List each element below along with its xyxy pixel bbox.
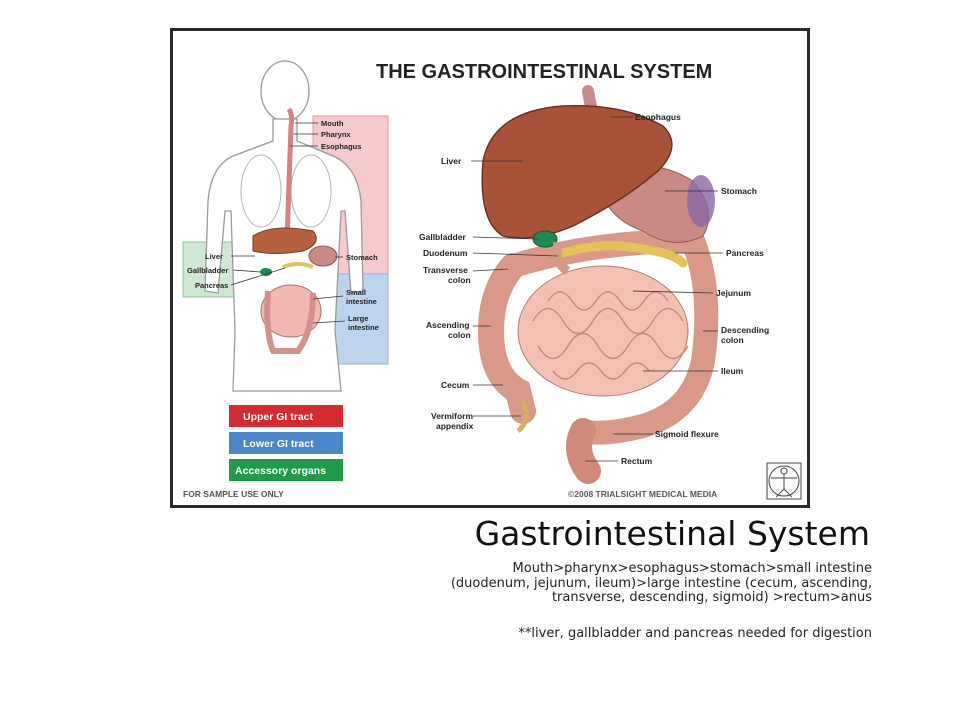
label-body-esophagus: Esophagus xyxy=(321,142,361,151)
organ-illustration xyxy=(477,85,719,484)
ascending-colon xyxy=(477,253,536,424)
left-lung xyxy=(240,154,282,228)
legend-upper-gi-swatch xyxy=(229,405,343,427)
label-pancreas: Pancreas xyxy=(726,248,764,258)
label-ascending-colon-2: colon xyxy=(448,330,471,340)
descending-colon xyxy=(571,229,719,445)
label-transverse-colon-1: Transverse xyxy=(423,265,468,275)
label-liver: Liver xyxy=(441,156,462,166)
label-small-intestine-2: intestine xyxy=(346,297,377,306)
body-gallbladder xyxy=(260,268,272,276)
body-liver xyxy=(252,227,317,254)
legend-accessory-label: Accessory organs xyxy=(235,465,326,477)
label-mouth: Mouth xyxy=(321,119,344,128)
label-body-liver: Liver xyxy=(205,252,223,261)
label-large-intestine-1: Large xyxy=(348,314,368,323)
footer-copyright: ©2008 TRIALSIGHT MEDICAL MEDIA xyxy=(568,489,717,499)
organ-pancreas xyxy=(558,241,688,268)
label-transverse-colon-2: colon xyxy=(448,275,471,285)
footer-sample: FOR SAMPLE USE ONLY xyxy=(183,489,284,499)
label-appendix-2: appendix xyxy=(436,421,474,431)
label-duodenum: Duodenum xyxy=(423,248,468,258)
body-stomach xyxy=(308,245,338,267)
label-body-stomach: Stomach xyxy=(346,253,378,262)
label-descending-colon-2: colon xyxy=(721,335,744,345)
label-ascending-colon-1: Ascending xyxy=(426,320,469,330)
label-stomach: Stomach xyxy=(721,186,757,196)
small-intestine xyxy=(517,265,689,397)
label-ileum: Ileum xyxy=(721,366,744,376)
label-descending-colon-1: Descending xyxy=(721,325,769,335)
organ-liver xyxy=(481,104,673,239)
label-sigmoid: Sigmoid flexure xyxy=(655,429,719,439)
body-silhouette xyxy=(204,60,364,392)
label-large-intestine-2: intestine xyxy=(348,323,379,332)
gi-system-figure: THE GASTROINTESTINAL SYSTEM Mouth Pharyn… xyxy=(170,28,810,508)
legend-upper-gi-label: Upper GI tract xyxy=(243,411,314,423)
figure-title: THE GASTROINTESTINAL SYSTEM xyxy=(376,61,712,83)
legend: Upper GI tract Lower GI tract Accessory … xyxy=(229,405,343,481)
label-small-intestine-1: Small xyxy=(346,288,366,297)
organ-duodenum xyxy=(552,241,571,275)
body-colon xyxy=(264,290,316,354)
label-pharynx: Pharynx xyxy=(321,130,351,139)
label-cecum: Cecum xyxy=(441,380,470,390)
rectum xyxy=(566,418,601,484)
body-esophagus xyxy=(284,107,295,242)
label-esophagus: Esophagus xyxy=(635,112,681,122)
legend-lower-gi-label: Lower GI tract xyxy=(243,438,314,450)
label-appendix-1: Vermiform xyxy=(431,411,473,421)
slide-title: Gastrointestinal System xyxy=(474,514,870,553)
label-body-pancreas: Pancreas xyxy=(195,281,228,290)
label-rectum: Rectum xyxy=(621,456,653,466)
label-body-gallbladder: Gallbladder xyxy=(187,266,228,275)
label-gallbladder: Gallbladder xyxy=(419,232,466,242)
vitruvian-logo-icon xyxy=(766,462,802,500)
body-intestines xyxy=(260,284,322,338)
body-pancreas xyxy=(282,262,314,269)
legend-lower-gi-swatch xyxy=(229,432,343,454)
legend-accessory-swatch xyxy=(229,459,343,481)
spleen xyxy=(687,175,715,227)
slide-note-text: **liver, gallbladder and pancreas needed… xyxy=(518,626,872,641)
appendix xyxy=(516,400,529,433)
label-jejunum: Jejunum xyxy=(716,288,751,298)
slide-body-text: Mouth>pharynx>esophagus>stomach>small in… xyxy=(450,561,872,605)
gi-diagram-svg: THE GASTROINTESTINAL SYSTEM Mouth Pharyn… xyxy=(182,60,802,500)
